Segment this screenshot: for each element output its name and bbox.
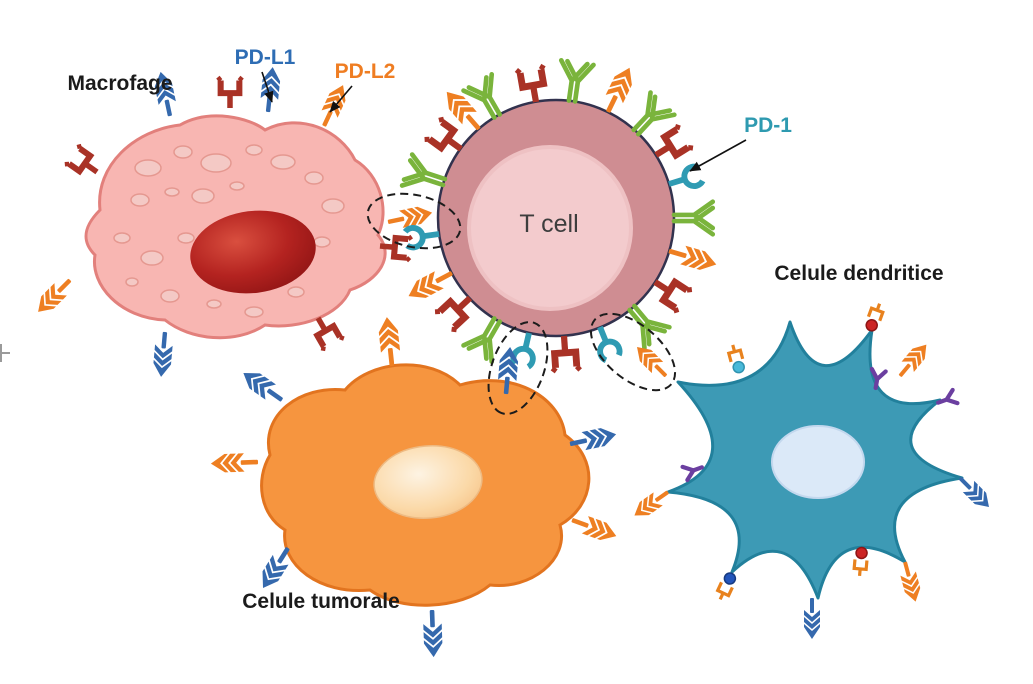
bracket-red-dot-icon [851, 546, 869, 579]
dendritic-cell-label: Celule dendritice [774, 262, 943, 285]
pd-l2-ligand-icon [377, 316, 402, 368]
red-receptor-icon [218, 77, 242, 108]
bracket-blue-dot-icon [713, 572, 737, 604]
dendritic-cell-nucleus [771, 425, 865, 499]
macrophage-vacuoles [113, 144, 345, 318]
pd-1-receptor-icon [666, 165, 703, 193]
pd-l2-ligand-icon [31, 273, 77, 319]
pd-l2-ligand-icon [631, 341, 672, 382]
pd-l2-ligand-icon [897, 559, 924, 604]
pd-l1-ligand-icon [422, 609, 443, 658]
tumor-cell [210, 316, 620, 658]
antibody-green-icon [674, 202, 713, 235]
pd-1-label: PD-1 [744, 114, 792, 137]
pd-l2-ligand-icon [629, 485, 673, 523]
pd-l1-label: PD-L1 [235, 46, 296, 69]
red-receptor-icon [516, 65, 549, 104]
tumor-cell-label: Celule tumorale [242, 590, 400, 613]
t-cell [402, 60, 719, 372]
interaction-ellipse-tcell-tumor [487, 321, 549, 415]
pd-l1-ligand-icon [238, 365, 288, 408]
red-receptor-icon [550, 335, 580, 372]
pd-l1-pointer-arrow [261, 71, 274, 103]
pd-l2-ligand-icon [599, 63, 639, 117]
dendritic-cell [629, 300, 995, 639]
macrophage-cell [31, 66, 434, 378]
pd-l2-ligand-icon [568, 511, 620, 545]
pd-l2-pointer-arrow [329, 85, 353, 113]
pd-l2-ligand-icon [210, 452, 259, 473]
pd-l2-ligand-icon [893, 339, 933, 382]
pd-l2-ligand-icon [404, 264, 457, 305]
edge-artifact [0, 344, 10, 362]
t-cell-label: T cell [519, 210, 578, 238]
pd-l2-ligand-icon [666, 241, 719, 274]
pd-1-pointer-arrow [689, 139, 747, 172]
red-receptor-icon [65, 144, 104, 181]
pd-l1-ligand-icon [152, 331, 174, 378]
pd-l1-ligand-icon [954, 472, 995, 513]
macrophage-label: Macrofage [67, 72, 172, 95]
pd-l2-ligand-icon [316, 81, 352, 130]
pd-l2-label: PD-L2 [335, 60, 396, 83]
pd-l1-ligand-icon [804, 598, 820, 639]
bracket-red-dot-icon [865, 300, 887, 332]
antibody-green-icon [556, 60, 594, 103]
tumor-cell-nucleus [373, 445, 483, 519]
t-cell-nucleus [467, 145, 633, 311]
interaction-ellipse-macrophage-tcell [366, 192, 462, 250]
bracket-teal-dot-icon [725, 341, 745, 374]
macrophage-nucleus [190, 210, 316, 294]
